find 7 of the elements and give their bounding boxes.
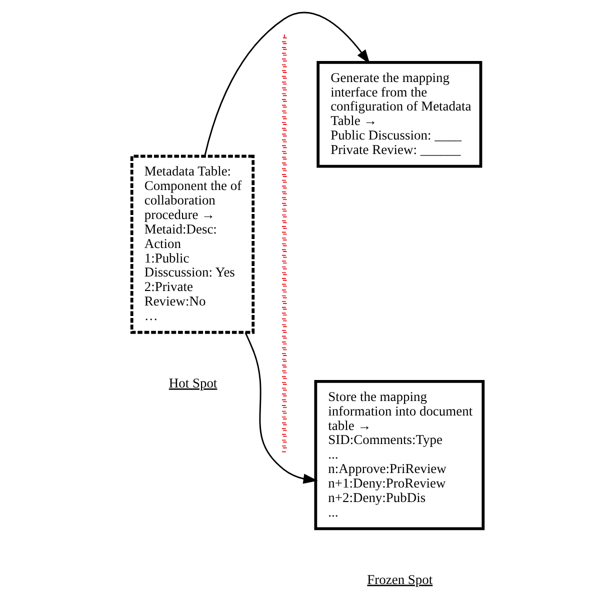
label: Frozen Spot	[367, 572, 433, 587]
node-box: Store the mapping information into document table → SID:Comments:Type ... n:Approve:PriReview n+1:Deny:ProReview n+2:Deny:PubDis ...	[314, 380, 485, 530]
arrow	[244, 332, 318, 484]
node-box: Metadata Table: Component the of collaboration procedure → Metaid:Desc: Action 1:Public Disscussion: Yes 2:Private Review:No …	[130, 154, 255, 334]
node-box: Generate the mapping interface from the configuration of Metadata Table → Public Discussion: ____ Private Review: ______	[316, 60, 482, 168]
arrow	[204, 12, 370, 156]
label: Hot Spot	[168, 375, 218, 390]
